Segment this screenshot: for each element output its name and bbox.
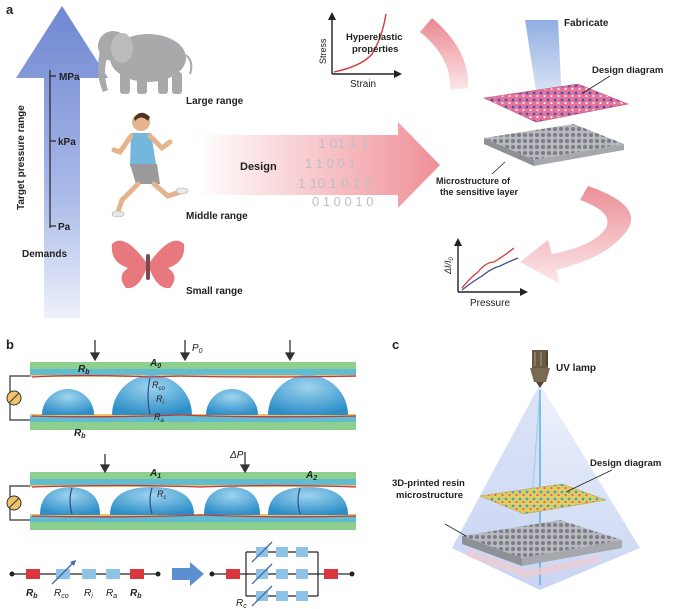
target-pressure-range-label: Target pressure range <box>16 105 27 210</box>
tick-label-kpa: kPa <box>58 137 76 148</box>
series-circuit: Rb Rco Ri Ra Rb <box>9 560 161 600</box>
delta-i-label: ΔI/I0 <box>443 256 455 275</box>
process-sweep-arrow <box>420 18 469 90</box>
resistor-ra <box>106 569 120 579</box>
dome-1 <box>42 389 94 415</box>
binary-digits: 1 01 1 1 1 1 0 0 1 1 10 1 0 1 0 0 1 0 0 … <box>298 135 373 209</box>
demands-label: Demands <box>22 249 67 260</box>
elephant-icon <box>98 31 193 94</box>
design-arrow <box>196 122 440 208</box>
delta-p-label: ΔP <box>229 450 244 461</box>
small-range-label: Small range <box>186 286 243 297</box>
dome-2 <box>112 375 192 415</box>
resin-label-line2: microstructure <box>396 490 463 501</box>
sensor-initial-state: P0 A0 Rb Rco Ri Ra Rb <box>6 340 357 440</box>
parallel-branches <box>246 541 318 607</box>
microstructure-label-line2: the sensitive layer <box>440 187 519 197</box>
resin-label-line1: 3D-printed resin <box>392 478 465 489</box>
dome-4 <box>268 375 348 415</box>
a2-label: A2 <box>305 470 317 482</box>
sensor-pressed-state: ΔP A1 A2 Rc <box>6 450 357 530</box>
butterfly-icon <box>111 240 185 289</box>
rc-label-sensor: Rc <box>157 489 167 501</box>
series-rb-left-label: Rb <box>26 588 38 600</box>
tick-label-pa: Pa <box>58 222 71 233</box>
design-diagram-label-a: Design diagram <box>592 65 663 76</box>
resistor-rco <box>56 569 70 579</box>
panel-c-label: c <box>392 337 399 352</box>
process-return-arrow <box>520 186 632 284</box>
large-range-label: Large range <box>186 96 244 107</box>
svg-text:1 1 0 0 1: 1 1 0 0 1 <box>305 156 356 171</box>
panel-b: b P0 <box>6 337 357 609</box>
panel-a-label: a <box>6 2 14 17</box>
microstructure-label-line1: Microstructure of <box>436 176 511 186</box>
rb-bottom-label: Rb <box>74 428 86 440</box>
series-ra-label: Ra <box>106 588 117 600</box>
hyperelastic-label-line2: properties <box>352 44 398 55</box>
fabricate-beam <box>525 20 562 104</box>
series-ri-label: Ri <box>84 588 93 600</box>
panel-a: a Target pressure range MPa kPa Pa Deman… <box>6 2 663 318</box>
microstructure-substrate <box>484 124 624 166</box>
series-rb-right-label: Rb <box>130 588 142 600</box>
design-diagram-pointer-c <box>565 469 613 493</box>
design-label: Design <box>240 161 277 173</box>
circuit-transition-arrow <box>172 562 204 586</box>
current-pressure-plot: ΔI/I0 Pressure <box>443 238 528 309</box>
hyperelastic-label-line1: Hyperelastic <box>346 32 403 43</box>
p0-label: P0 <box>192 343 203 355</box>
middle-range-label: Middle range <box>186 211 248 222</box>
uv-lamp-label: UV lamp <box>556 363 596 374</box>
series-rco-label: Rco <box>54 588 69 600</box>
rb-top-label: Rb <box>78 364 90 376</box>
resistor-ri <box>82 569 96 579</box>
rco-label: Rco <box>152 380 166 392</box>
stress-strain-plot: Stress Strain Hyperelastic properties <box>318 12 403 90</box>
dome-3 <box>206 389 258 415</box>
stress-label: Stress <box>318 38 328 64</box>
design-layer <box>482 83 630 123</box>
svg-text:1 01 1 1: 1 01 1 1 <box>318 135 369 151</box>
design-diagram-pointer <box>582 75 611 94</box>
parallel-rb-right <box>324 569 338 579</box>
panel-c: c UV lamp Design diagram 3D-printed res <box>392 337 661 590</box>
uv-lamp-icon <box>530 350 550 388</box>
resin-pointer <box>444 523 467 537</box>
design-diagram-label-c: Design diagram <box>590 458 661 469</box>
parallel-circuit: Rc <box>209 541 355 609</box>
resistor-rb-left <box>26 569 40 579</box>
resistor-rb-right <box>130 569 144 579</box>
parallel-rb-left <box>226 569 240 579</box>
fabricate-label: Fabricate <box>564 18 609 29</box>
strain-label: Strain <box>350 79 376 90</box>
pressure-label: Pressure <box>470 298 510 309</box>
microstructure-pointer <box>491 161 506 175</box>
parallel-rc-label: Rc <box>236 598 247 609</box>
svg-text:0 1 0 0 1 0: 0 1 0 0 1 0 <box>312 194 373 209</box>
svg-text:1 10 1 0 1 0: 1 10 1 0 1 0 <box>298 175 372 191</box>
tick-label-mpa: MPa <box>59 72 80 83</box>
panel-b-label: b <box>6 337 14 352</box>
a0-label: A0 <box>149 358 161 370</box>
a1-label: A1 <box>149 468 161 480</box>
pressure-range-arrow <box>16 6 108 318</box>
design-layer-c <box>479 483 607 515</box>
resin-microstructure <box>462 520 622 578</box>
ra-label: Ra <box>154 412 165 424</box>
ri-label: Ri <box>156 394 165 406</box>
runner-icon <box>111 112 189 218</box>
